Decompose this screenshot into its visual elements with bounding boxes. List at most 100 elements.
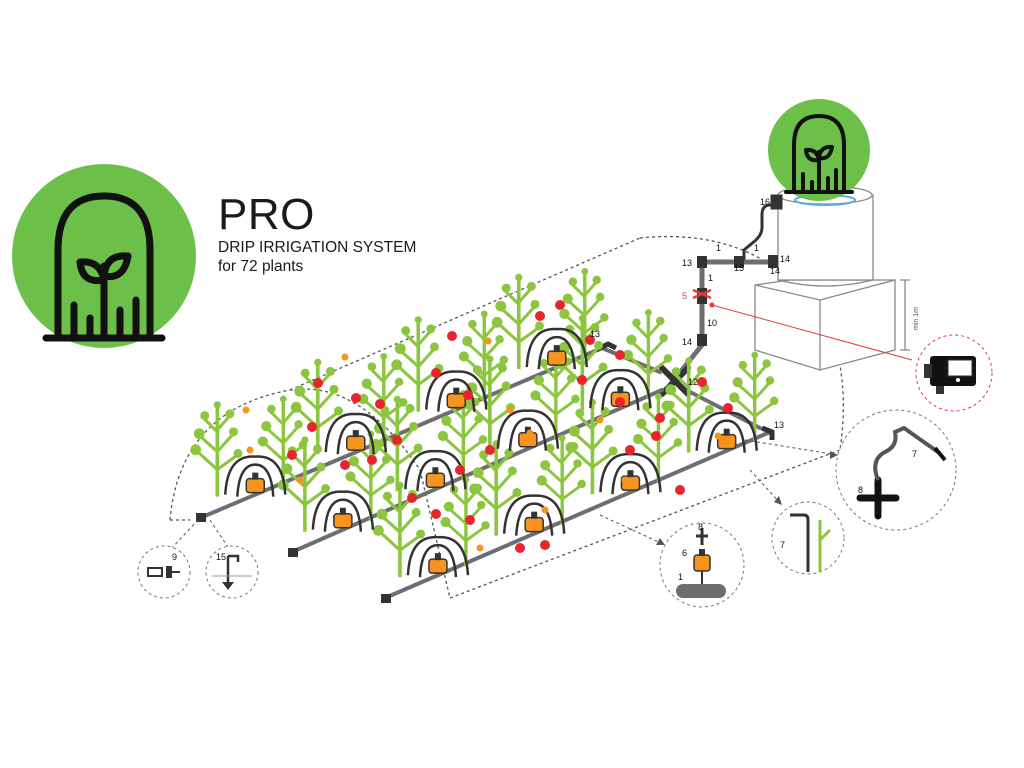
dripper — [311, 490, 375, 533]
tomato — [313, 378, 323, 388]
part-label-14: 14 — [770, 266, 780, 276]
title-block: PRO DRIP IRRIGATION SYSTEM for 72 plants — [218, 192, 416, 276]
detail-dripper — [659, 522, 745, 608]
tomato — [242, 406, 250, 414]
tank-stand — [754, 279, 910, 371]
tank-height-label: min 1m — [913, 307, 920, 330]
logo-small — [768, 99, 870, 201]
part-label-7: 7 — [912, 449, 917, 459]
tomato — [515, 543, 525, 553]
detail-timer — [915, 334, 993, 412]
tomato-plant — [188, 399, 245, 499]
part-label-12: 12 — [688, 377, 698, 387]
tomato — [615, 350, 625, 360]
tomato — [287, 450, 297, 460]
tomato — [625, 445, 635, 455]
dripper — [599, 452, 662, 496]
part-label-8: 8 — [698, 522, 703, 532]
tomato — [407, 493, 417, 503]
tomato — [476, 544, 484, 552]
tomato — [463, 390, 473, 400]
tomato — [367, 455, 377, 465]
subtitle-line-2: for 72 plants — [218, 258, 304, 275]
callout-connectors — [169, 439, 839, 551]
dripper — [502, 494, 566, 537]
callout-arrowheads — [656, 451, 838, 545]
part-label-8: 8 — [858, 485, 863, 495]
tomato — [540, 540, 550, 550]
tomato — [621, 476, 629, 484]
part-label-16: 16 — [760, 197, 770, 207]
tomato — [675, 485, 685, 495]
tomato — [340, 460, 350, 470]
tomato — [351, 393, 361, 403]
tomato — [655, 413, 665, 423]
line-end-caps — [196, 513, 391, 603]
tomato — [485, 445, 495, 455]
part-label-13: 13 — [774, 420, 784, 430]
tomatoes — [242, 300, 733, 553]
part-number-labels: 16 1 1 13 13 14 14 1 5 10 14 13 12 13 9 … — [172, 197, 917, 582]
tomato-plant — [621, 307, 674, 401]
main-line-fittings — [697, 255, 778, 346]
tomato — [714, 432, 722, 440]
detail-end-plug — [137, 545, 191, 599]
tomato — [465, 515, 475, 525]
tomato — [455, 465, 465, 475]
tomato — [615, 397, 625, 407]
tomato-plant — [461, 353, 517, 453]
dripper — [406, 535, 470, 579]
tomato — [341, 353, 349, 361]
tomato — [577, 375, 587, 385]
tomato-plant — [489, 271, 546, 371]
part-label-15: 15 — [216, 552, 226, 562]
part-label-1: 1 — [754, 243, 759, 253]
tomato-plant — [438, 474, 492, 568]
tomato — [296, 476, 304, 484]
part-label-13: 13 — [682, 258, 692, 268]
subtitle-line-1: DRIP IRRIGATION SYSTEM — [218, 239, 417, 256]
tomato — [431, 509, 441, 519]
part-label-14: 14 — [780, 254, 790, 264]
tomato-plant — [276, 434, 332, 534]
tomato — [431, 368, 441, 378]
greenhouse-sprout-icon — [42, 192, 166, 342]
tomato — [535, 311, 545, 321]
valve-handle — [692, 288, 712, 300]
part-label-9: 9 — [172, 552, 177, 562]
tomato — [651, 431, 661, 441]
dripper — [224, 455, 287, 498]
tomato — [541, 506, 549, 514]
tomato — [506, 406, 514, 414]
part-label-6: 6 — [682, 548, 687, 558]
tomato — [375, 399, 385, 409]
greenhouse-sprout-icon — [784, 114, 854, 194]
tomato — [585, 335, 595, 345]
tomato — [484, 337, 492, 345]
tomato — [697, 377, 707, 387]
tomato — [392, 435, 402, 445]
part-label-1: 1 — [708, 273, 713, 283]
part-label-13: 13 — [734, 263, 744, 273]
tomato — [526, 429, 534, 437]
page-title: PRO — [218, 190, 315, 239]
tomato — [447, 331, 457, 341]
controller-leader — [711, 304, 913, 361]
part-label-1: 1 — [716, 243, 721, 253]
tomato — [723, 403, 733, 413]
tank-outlet-pipe — [742, 194, 783, 262]
tomato — [307, 422, 317, 432]
detail-elbow-stake — [771, 501, 845, 575]
tomato — [555, 300, 565, 310]
dripper — [695, 411, 758, 454]
tomato-plant — [288, 356, 345, 456]
part-label-10: 10 — [707, 318, 717, 328]
tomato — [246, 446, 254, 454]
tomato — [596, 416, 604, 424]
tomato-plant — [727, 349, 781, 444]
part-label-5: 5 — [682, 291, 687, 301]
part-label-1: 1 — [678, 572, 683, 582]
detail-ground-stake — [205, 545, 259, 599]
